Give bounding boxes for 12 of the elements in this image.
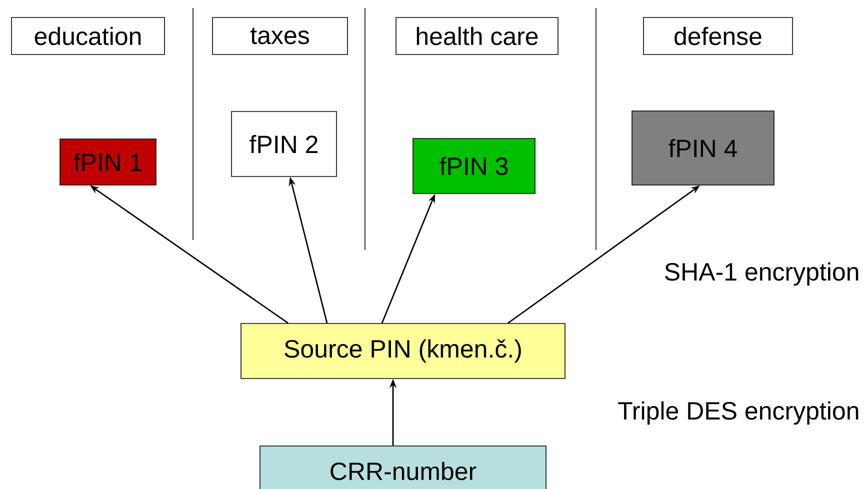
fpin-box: fPIN 2 (231, 111, 337, 177)
source-pin-box: Source PIN (kmen.č.) (240, 323, 566, 379)
sector-box: education (11, 17, 165, 55)
fpin-box: fPIN 1 (60, 138, 156, 186)
fpin-box: fPIN 3 (412, 138, 536, 194)
encryption-label: SHA-1 encryption (665, 262, 858, 286)
encryption-label: Triple DES encryption (618, 401, 858, 425)
sector-box: defense (643, 17, 793, 55)
crr-number-box: CRR-number (260, 446, 546, 489)
fpin-box: fPIN 4 (632, 110, 774, 186)
sector-box: taxes (212, 17, 348, 55)
sector-box: health care (396, 17, 558, 55)
